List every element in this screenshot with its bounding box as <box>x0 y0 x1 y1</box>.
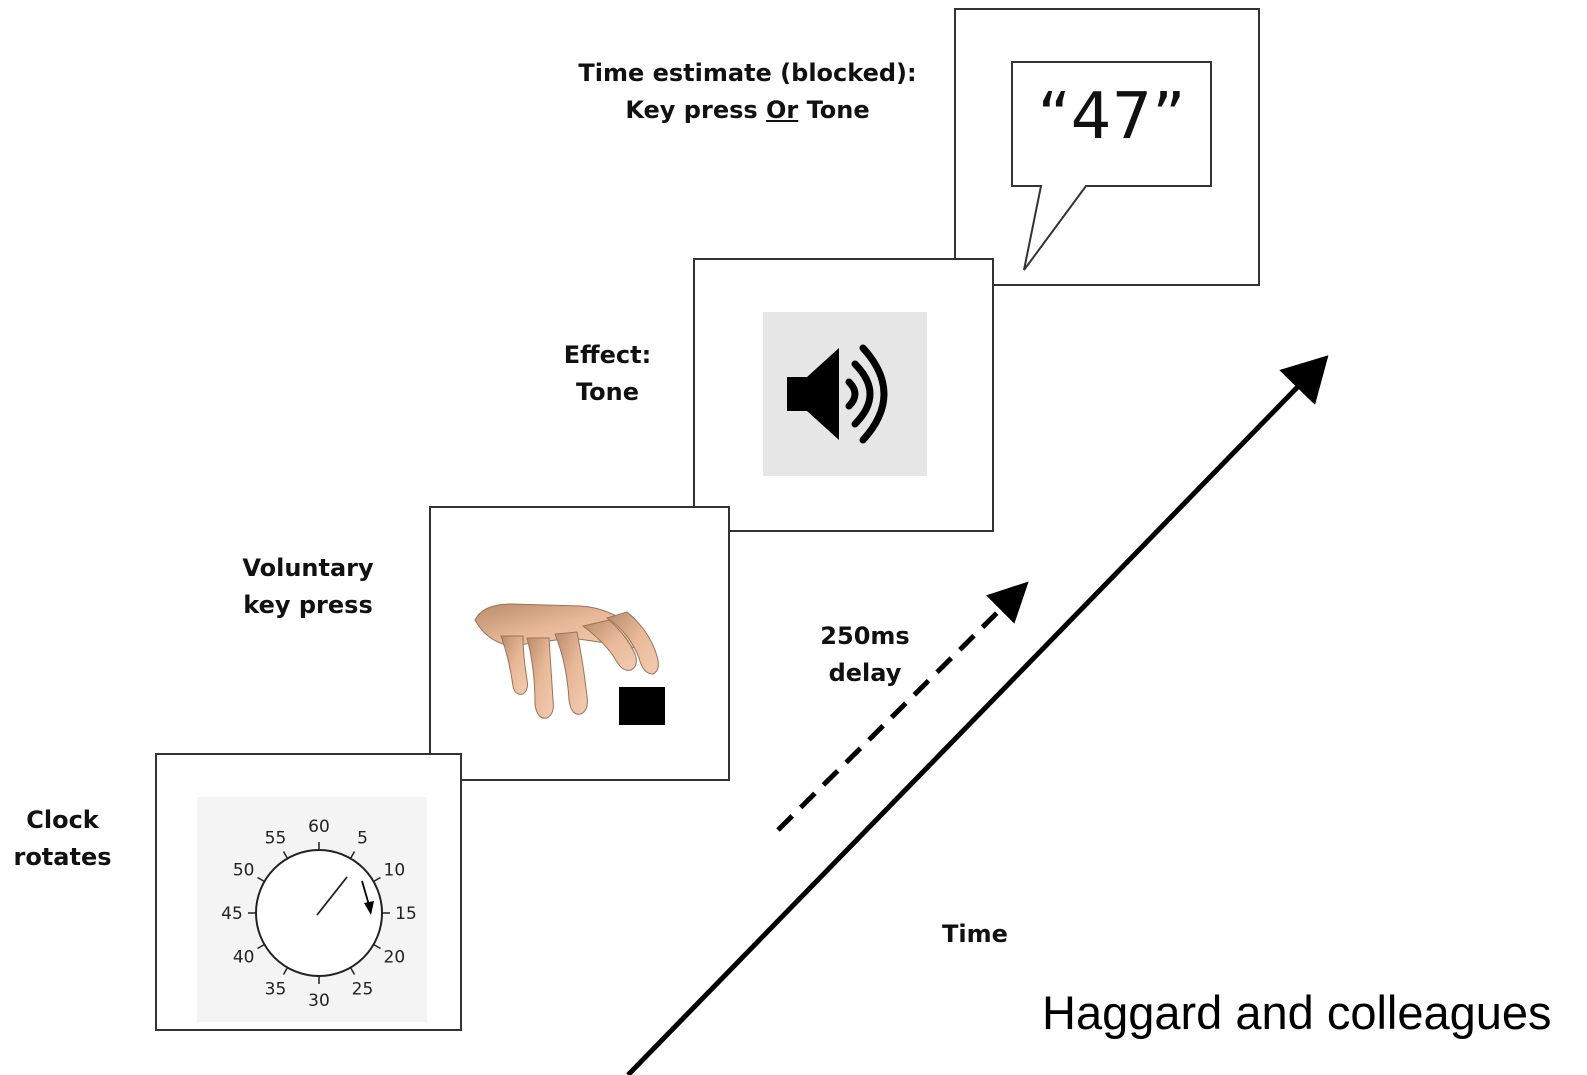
effect-panel <box>693 258 994 532</box>
clock-tick <box>349 967 356 975</box>
clock-label: Clock rotates <box>10 802 115 876</box>
or-underlined: Or <box>766 96 799 124</box>
clock-tick <box>373 943 381 950</box>
keypress-panel <box>429 506 730 781</box>
clock-tick <box>282 967 289 975</box>
key-block <box>619 687 665 725</box>
clock-number: 25 <box>352 979 374 999</box>
effect-label: Effect: Tone <box>545 337 670 411</box>
effect-label-line2: Tone <box>575 378 640 406</box>
clock-tick <box>349 851 356 859</box>
clock-tick <box>257 876 265 883</box>
delay-dashed-arrow <box>776 581 1029 832</box>
clock-number: 15 <box>395 904 417 924</box>
clock-tick <box>282 851 289 859</box>
credit-text: Haggard and colleagues <box>1042 986 1552 1039</box>
estimate-panel: “47” <box>954 8 1260 286</box>
keypress-label-line2: key press <box>243 591 373 619</box>
hand-pressing-key-icon <box>474 603 665 725</box>
clock-label-line1: Clock <box>26 806 99 834</box>
delay-label-line1: 250ms <box>820 622 910 650</box>
speaker-tile <box>763 312 927 476</box>
estimate-label: Time estimate (blocked): Key press Or To… <box>565 55 930 129</box>
clock-number: 35 <box>265 979 287 999</box>
clock-face: 60 5 10 15 20 25 30 35 40 45 50 55 <box>221 817 417 1011</box>
clock-tick <box>257 943 265 950</box>
rotation-arrow-icon <box>361 880 370 906</box>
delay-label-line2: delay <box>828 659 902 687</box>
clock-number: 10 <box>384 861 406 881</box>
clock-hand <box>316 876 348 916</box>
time-axis-label: Time <box>942 920 1008 948</box>
clock-panel: 60 5 10 15 20 25 30 35 40 45 50 55 <box>155 753 462 1031</box>
estimate-label-line2: Key press Or Tone <box>625 96 870 124</box>
speech-bubble <box>1011 61 1212 271</box>
time-axis-arrow <box>626 355 1329 1075</box>
clock-label-line2: rotates <box>13 843 112 871</box>
clock-number: 5 <box>357 829 368 849</box>
clock-number: 40 <box>233 948 255 968</box>
clock-tick <box>373 876 381 883</box>
effect-label-line1: Effect: <box>563 341 652 369</box>
estimate-label-line1: Time estimate (blocked): <box>578 59 917 87</box>
rotation-arrowhead <box>364 901 374 915</box>
clock-number: 30 <box>308 991 330 1011</box>
clock-number: 60 <box>308 817 330 837</box>
clock-number: 55 <box>265 829 287 849</box>
keypress-label: Voluntary key press <box>228 550 388 624</box>
keypress-label-line1: Voluntary <box>242 554 374 582</box>
delay-label: 250ms delay <box>800 618 930 692</box>
clock-number: 20 <box>384 948 406 968</box>
clock-number: 45 <box>221 904 243 924</box>
speech-value: “47” <box>1037 80 1186 154</box>
clock-number: 50 <box>233 861 255 881</box>
speaker-icon <box>787 344 888 444</box>
